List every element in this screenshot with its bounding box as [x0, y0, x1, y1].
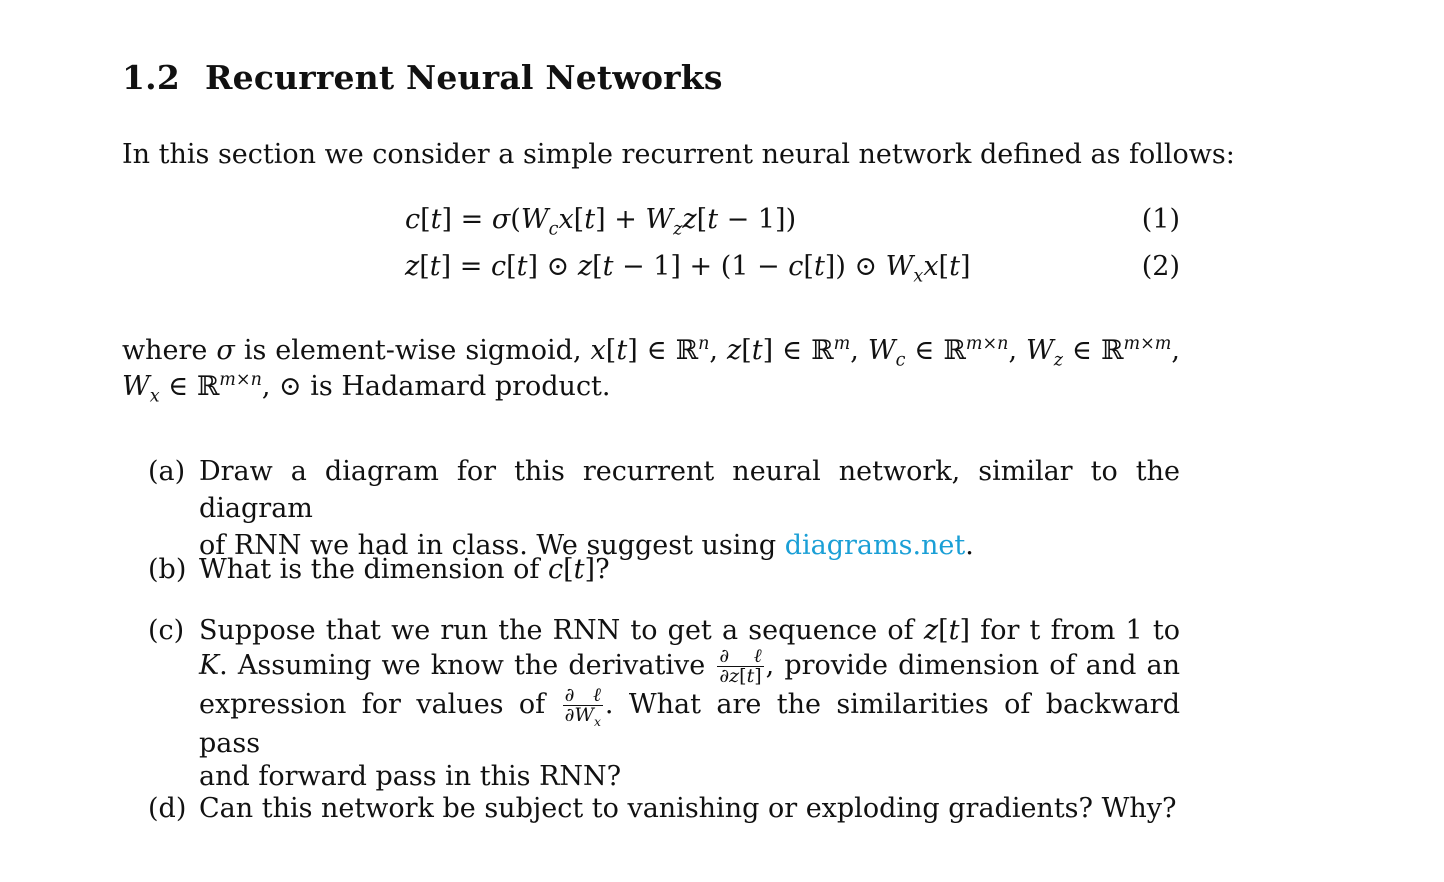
intro-paragraph: In this section we consider a simple rec… [122, 139, 1235, 170]
question-c-text-4: , provide dimension of and an [765, 650, 1180, 681]
diagrams-net-link[interactable]: diagrams.net [784, 530, 966, 561]
question-a-text: of RNN we had in class. We suggest using [199, 530, 777, 561]
question-c-line-4: and forward pass in this RNN? [199, 761, 622, 792]
question-c-line-2: K. Assuming we know the derivative ∂ℓ∂z[… [199, 645, 1180, 687]
question-b-prefix: What is the dimension of [199, 554, 540, 585]
question-a-line-1: Draw a diagram for this recurrent neural… [199, 456, 1180, 524]
section-number: 1.2 [122, 58, 181, 97]
question-a-label: (a) [148, 456, 186, 487]
question-a: (a) Draw a diagram for this recurrent ne… [148, 453, 1180, 564]
question-c-text-3: . Assuming we know the derivative [219, 650, 706, 681]
section-title: Recurrent Neural Networks [205, 58, 723, 97]
equation-1: c[t] = σ(Wcx[t] + Wzz[t − 1]) (1) [405, 204, 1180, 244]
section-heading: 1.2 Recurrent Neural Networks [122, 58, 723, 97]
question-b-text: What is the dimension of c[t]? [199, 554, 610, 585]
question-a-period: . [965, 530, 974, 561]
equation-2-formula: z[t] = c[t] ⊙ z[t − 1] + (1 − c[t]) ⊙ Wx… [405, 251, 971, 287]
equation-2-number: (2) [1141, 251, 1180, 282]
equation-2: z[t] = c[t] ⊙ z[t − 1] + (1 − c[t]) ⊙ Wx… [405, 251, 1180, 291]
question-b: (b) What is the dimension of c[t]? [148, 551, 1180, 588]
question-b-suffix: ? [595, 554, 610, 585]
dl-dwx-fraction: ∂ℓ∂Wx [562, 684, 603, 729]
question-d-label: (d) [148, 793, 187, 824]
question-c-line-3: expression for values of ∂ℓ∂Wx. What are… [199, 686, 1180, 762]
definitions-line-2: Wx ∈ ℝm×n, ⊙ is Hadamard product. [122, 370, 611, 407]
definitions-paragraph: where σ is element-wise sigmoid, x[t] ∈ … [122, 333, 1180, 405]
dl-dz-fraction: ∂ℓ∂z[t] [717, 645, 764, 687]
question-c-line-1: Suppose that we run the RNN to get a seq… [199, 615, 1180, 646]
where-text: where [122, 335, 208, 366]
question-c-label: (c) [148, 615, 185, 646]
question-d-text: Can this network be subject to vanishing… [199, 793, 1177, 824]
equation-1-number: (1) [1141, 204, 1180, 235]
question-c-text-6: . What are the similarities of backward … [199, 689, 1180, 759]
hadamard-text: is Hadamard product. [310, 371, 611, 402]
question-c-text-5: expression for values of [199, 689, 546, 720]
question-b-label: (b) [148, 554, 187, 585]
question-c-text-1: Suppose that we run the RNN to get a seq… [199, 615, 914, 646]
question-a-line-2: of RNN we had in class. We suggest using… [199, 527, 1180, 564]
question-c-text-2: for t from 1 to [980, 615, 1180, 646]
equation-1-formula: c[t] = σ(Wcx[t] + Wzz[t − 1]) [405, 204, 797, 240]
question-c: (c) Suppose that we run the RNN to get a… [148, 612, 1180, 795]
sigmoid-text: is element-wise sigmoid, [243, 335, 582, 366]
question-d: (d) Can this network be subject to vanis… [148, 790, 1180, 827]
definitions-line-1: where σ is element-wise sigmoid, x[t] ∈ … [122, 334, 1180, 371]
